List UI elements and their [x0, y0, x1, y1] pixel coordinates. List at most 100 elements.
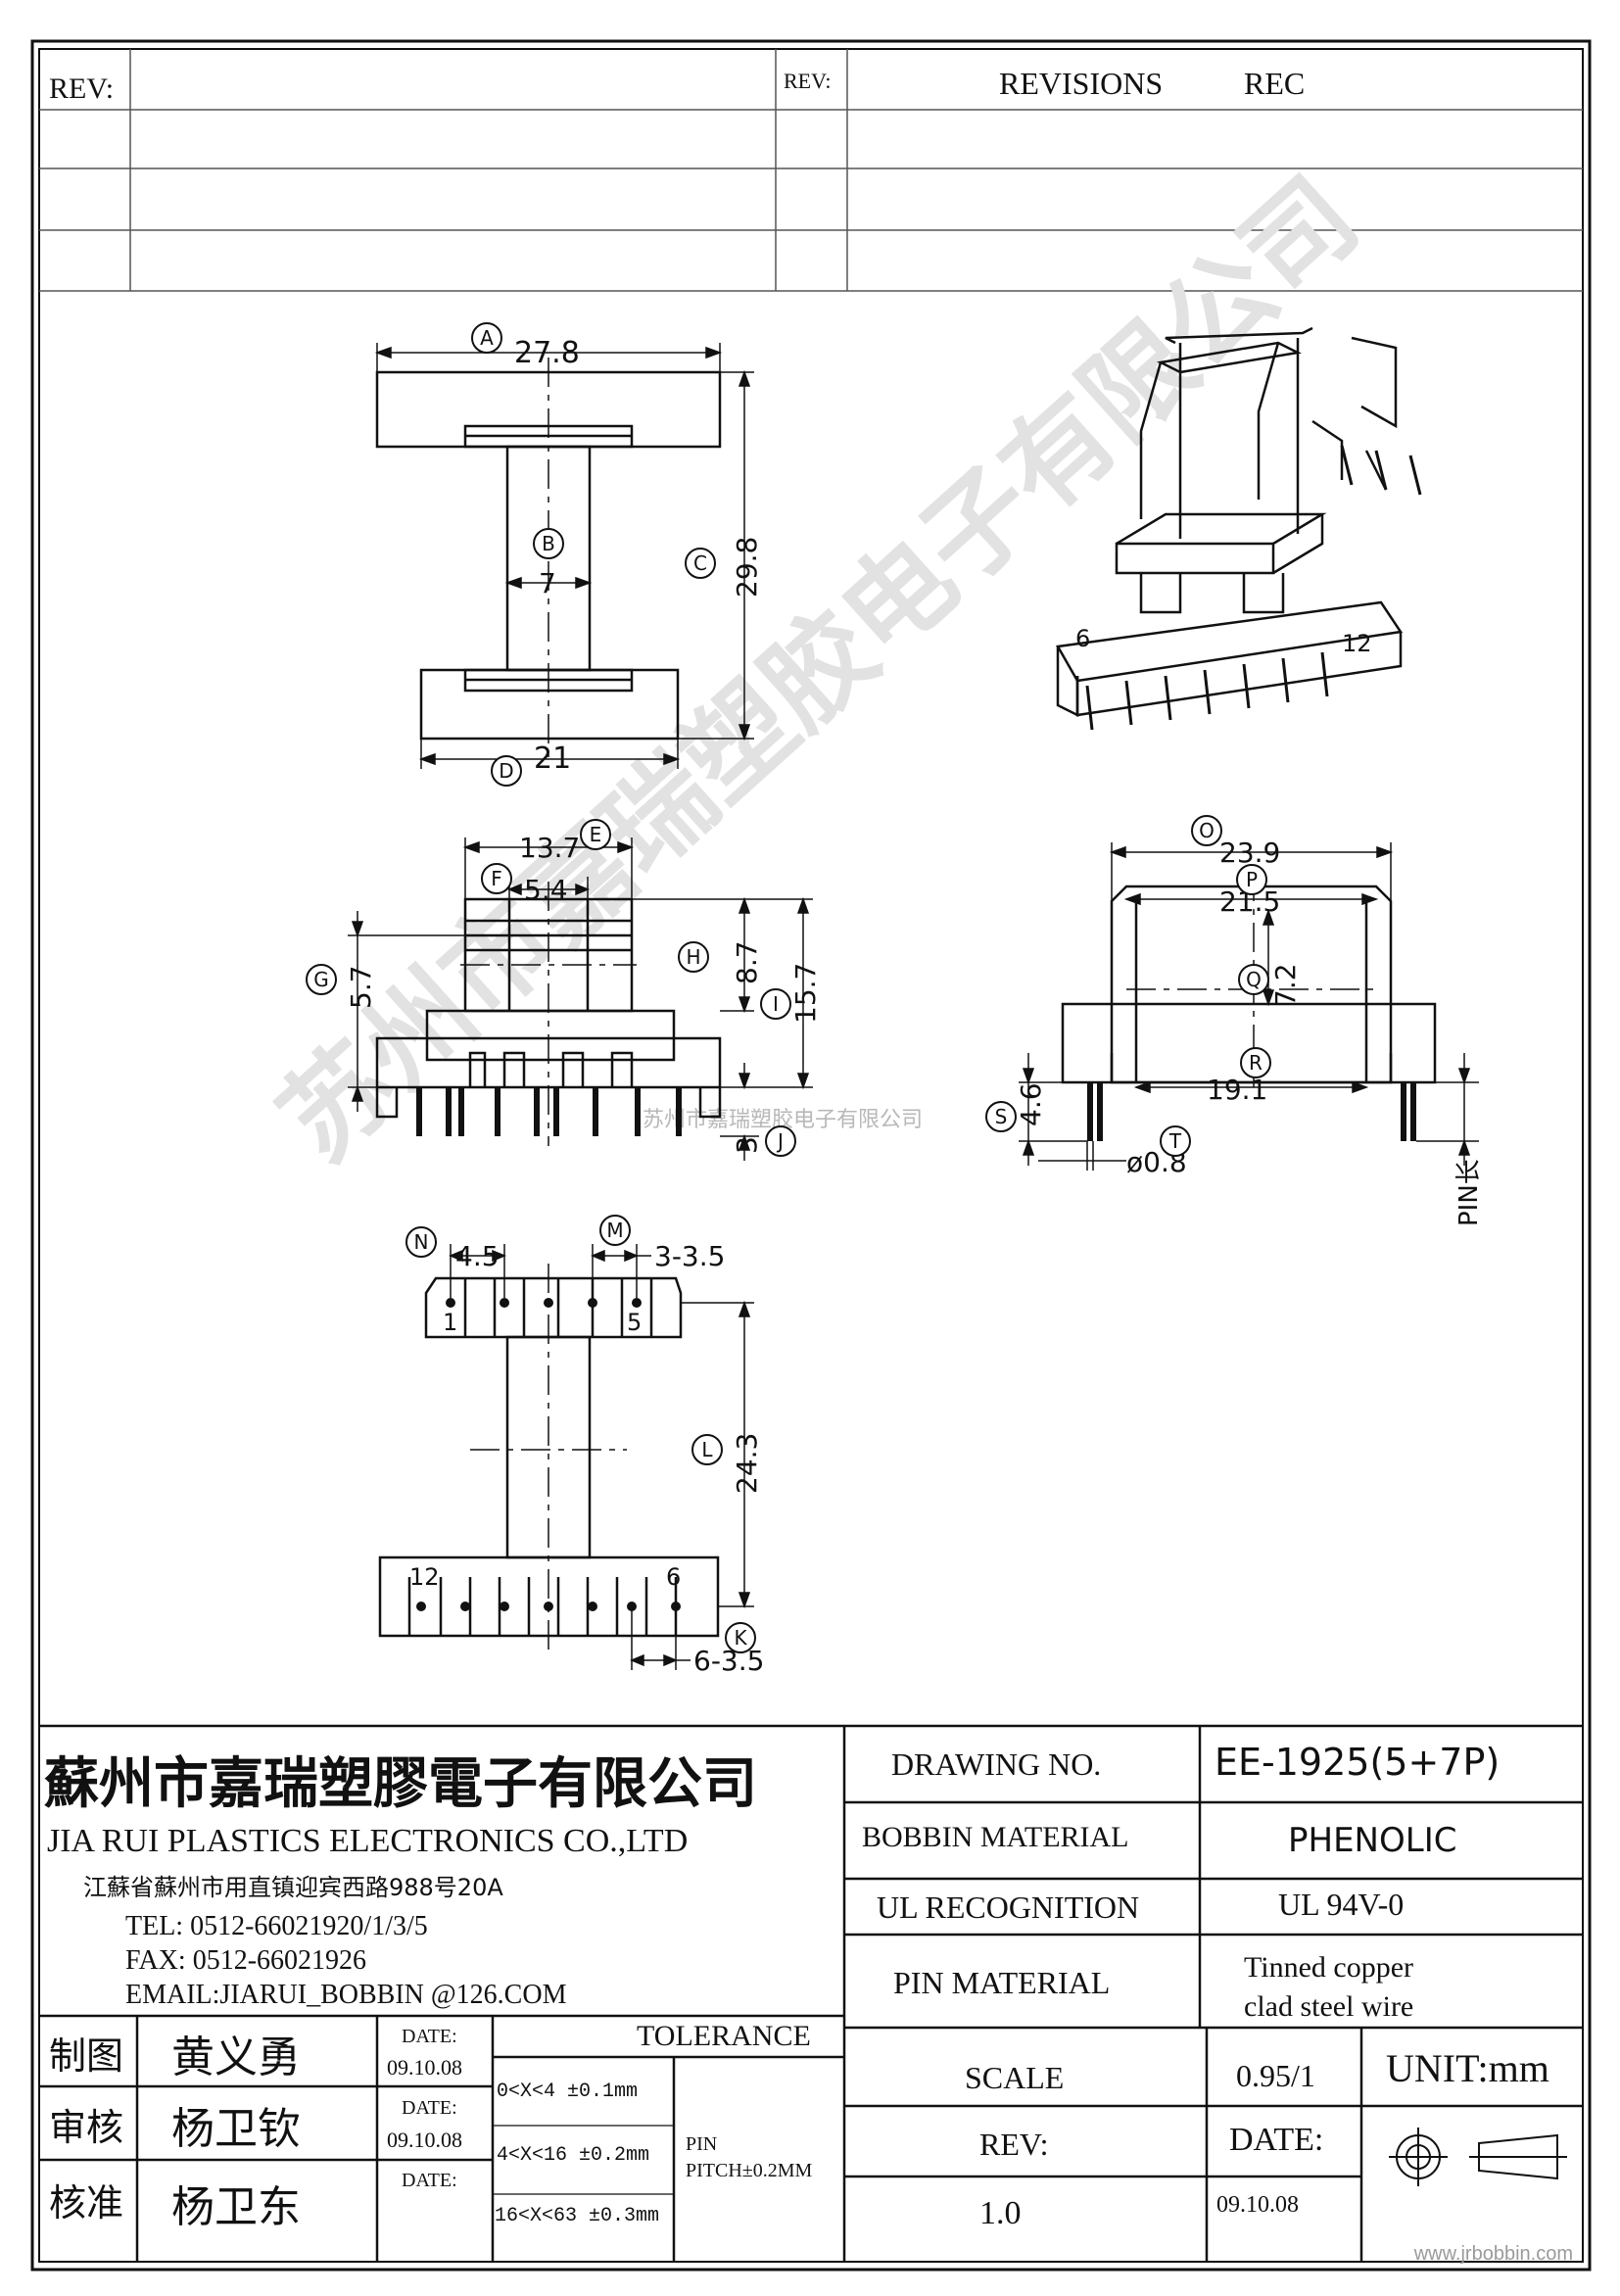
- company-name-cn: 蘇州市嘉瑞塑膠電子有限公司: [44, 1752, 757, 1816]
- dim-r-lines: [1133, 1080, 1369, 1094]
- dim-q-value: 7.2: [1269, 963, 1302, 1007]
- dim-d-lines: [418, 739, 681, 769]
- rev-label-right: REV:: [784, 69, 831, 93]
- tolerance-row-2: 4<X<16 ±0.2mm: [497, 2144, 649, 2167]
- drawing-no-value: EE-1925(5+7P): [1215, 1741, 1500, 1784]
- marker-circle-q: [1238, 964, 1269, 995]
- marker-circle-o: [1191, 815, 1222, 846]
- outer-frame: [30, 39, 1592, 2272]
- dim-l-lines: [681, 1300, 754, 1609]
- dim-b-lines: [504, 576, 593, 590]
- dim-j-value: 3: [731, 1136, 763, 1154]
- dim-g-value: 5.7: [345, 965, 377, 1009]
- marker-letter-m: M: [606, 1219, 623, 1242]
- pin-label-6: 6: [666, 1563, 681, 1591]
- projection-symbol-icon: [1389, 2128, 1567, 2186]
- dim-k-lines: [630, 1606, 691, 1670]
- pin-material-value-2: clad steel wire: [1244, 1990, 1413, 2023]
- signoff-date-label-checked: DATE:: [402, 2097, 457, 2119]
- signoff-role-drawn: 制图: [49, 2034, 123, 2078]
- bottom-view-centerlines: [470, 1264, 627, 1655]
- marker-circle-l: [691, 1434, 723, 1465]
- isometric-pins: [1085, 445, 1422, 731]
- dim-b-value: 7: [539, 567, 556, 599]
- dim-h-i-lines: [632, 896, 813, 1090]
- revision-block: [39, 49, 1583, 292]
- ul-recognition-label: UL RECOGNITION: [877, 1889, 1139, 1925]
- dim-h-value: 8.7: [731, 940, 763, 984]
- marker-letter-h: H: [686, 945, 700, 969]
- dim-l-value: 24.3: [731, 1433, 763, 1494]
- dim-d-value: 21: [534, 741, 571, 776]
- footer-website-link[interactable]: www.jrbobbin.com: [1413, 2243, 1573, 2265]
- company-address: 江蘇省蘇州市用直镇迎宾西路988号20A: [83, 1874, 503, 1901]
- dim-n-value: 4.5: [455, 1240, 500, 1272]
- dim-o-lines: [1109, 842, 1394, 901]
- dim-o-value: 23.9: [1219, 837, 1280, 869]
- marker-circle-a: [471, 322, 502, 354]
- signoff-date-label-drawn: DATE:: [402, 2026, 457, 2047]
- iso-pin-label-6: 6: [1075, 625, 1090, 652]
- date-label: DATE:: [1229, 2122, 1323, 2158]
- dim-a-lines: [374, 343, 723, 372]
- front-view-centerlines: [460, 882, 637, 1146]
- marker-letter-k: K: [734, 1626, 747, 1650]
- unit-label: UNIT:mm: [1386, 2046, 1549, 2090]
- rev-value: 1.0: [979, 2195, 1022, 2231]
- dim-f-value: 5.4: [524, 874, 568, 906]
- signoff-role-approved: 核准: [49, 2181, 123, 2224]
- rev-label: REV:: [979, 2127, 1049, 2162]
- marker-letter-f: F: [491, 867, 502, 890]
- pin-label-5: 5: [627, 1309, 642, 1336]
- dim-e-value: 13.7: [519, 832, 580, 864]
- front-view-pins: [416, 1087, 682, 1136]
- side-view-pins: [1087, 1082, 1416, 1141]
- signoff-name-checked: 杨卫钦: [171, 2104, 301, 2154]
- bobbin-material-label: BOBBIN MATERIAL: [862, 1821, 1129, 1853]
- marker-circle-d: [491, 755, 522, 787]
- pin-material-value-1: Tinned copper: [1244, 1951, 1413, 1984]
- rev-label-left: REV:: [49, 72, 114, 105]
- pin-length-label: PIN长: [1454, 1159, 1484, 1226]
- dim-n-m-lines: [449, 1244, 651, 1298]
- tolerance-label: TOLERANCE: [637, 2020, 811, 2052]
- marker-circle-p: [1236, 864, 1267, 895]
- dim-r-value: 19.1: [1207, 1074, 1267, 1106]
- pin-pitch-line-2: PITCH±0.2MM: [686, 2160, 813, 2181]
- marker-letter-b: B: [542, 532, 555, 555]
- front-view: [375, 897, 722, 1119]
- marker-circle-c: [685, 548, 716, 579]
- dim-c-lines: [678, 369, 754, 741]
- marker-letter-e: E: [590, 823, 602, 846]
- dim-m-value: 3-3.5: [654, 1240, 725, 1272]
- marker-letter-t: T: [1168, 1129, 1182, 1153]
- marker-letter-o: O: [1199, 819, 1215, 842]
- marker-circle-t: [1160, 1125, 1191, 1157]
- signoff-date-checked: 09.10.08: [387, 2128, 462, 2152]
- signoff-date-label-approved: DATE:: [402, 2170, 457, 2191]
- marker-circle-i: [760, 988, 791, 1020]
- marker-circle-e: [580, 819, 611, 850]
- marker-letter-c: C: [693, 551, 707, 575]
- marker-circle-f: [481, 863, 512, 894]
- signoff-name-drawn: 黄义勇: [171, 2033, 301, 2082]
- iso-pin-label-12: 12: [1342, 630, 1372, 657]
- marker-circle-h: [678, 941, 709, 973]
- dim-c-value: 29.8: [731, 537, 763, 598]
- marker-letter-i: I: [773, 992, 779, 1016]
- dim-s-lines: [1019, 1053, 1087, 1166]
- marker-circle-n: [405, 1226, 437, 1258]
- signoff-date-drawn: 09.10.08: [387, 2055, 462, 2080]
- marker-letter-p: P: [1246, 868, 1258, 891]
- ul-recognition-value: UL 94V-0: [1278, 1887, 1404, 1922]
- tolerance-row-3: 16<X<63 ±0.3mm: [495, 2205, 659, 2227]
- dim-q-lines: [1262, 908, 1275, 1007]
- marker-circle-b: [533, 528, 564, 559]
- dim-i-value: 15.7: [789, 963, 822, 1024]
- scale-value: 0.95/1: [1236, 2058, 1315, 2093]
- pin-length-lines: [1416, 1053, 1479, 1166]
- marker-letter-q: Q: [1246, 968, 1262, 991]
